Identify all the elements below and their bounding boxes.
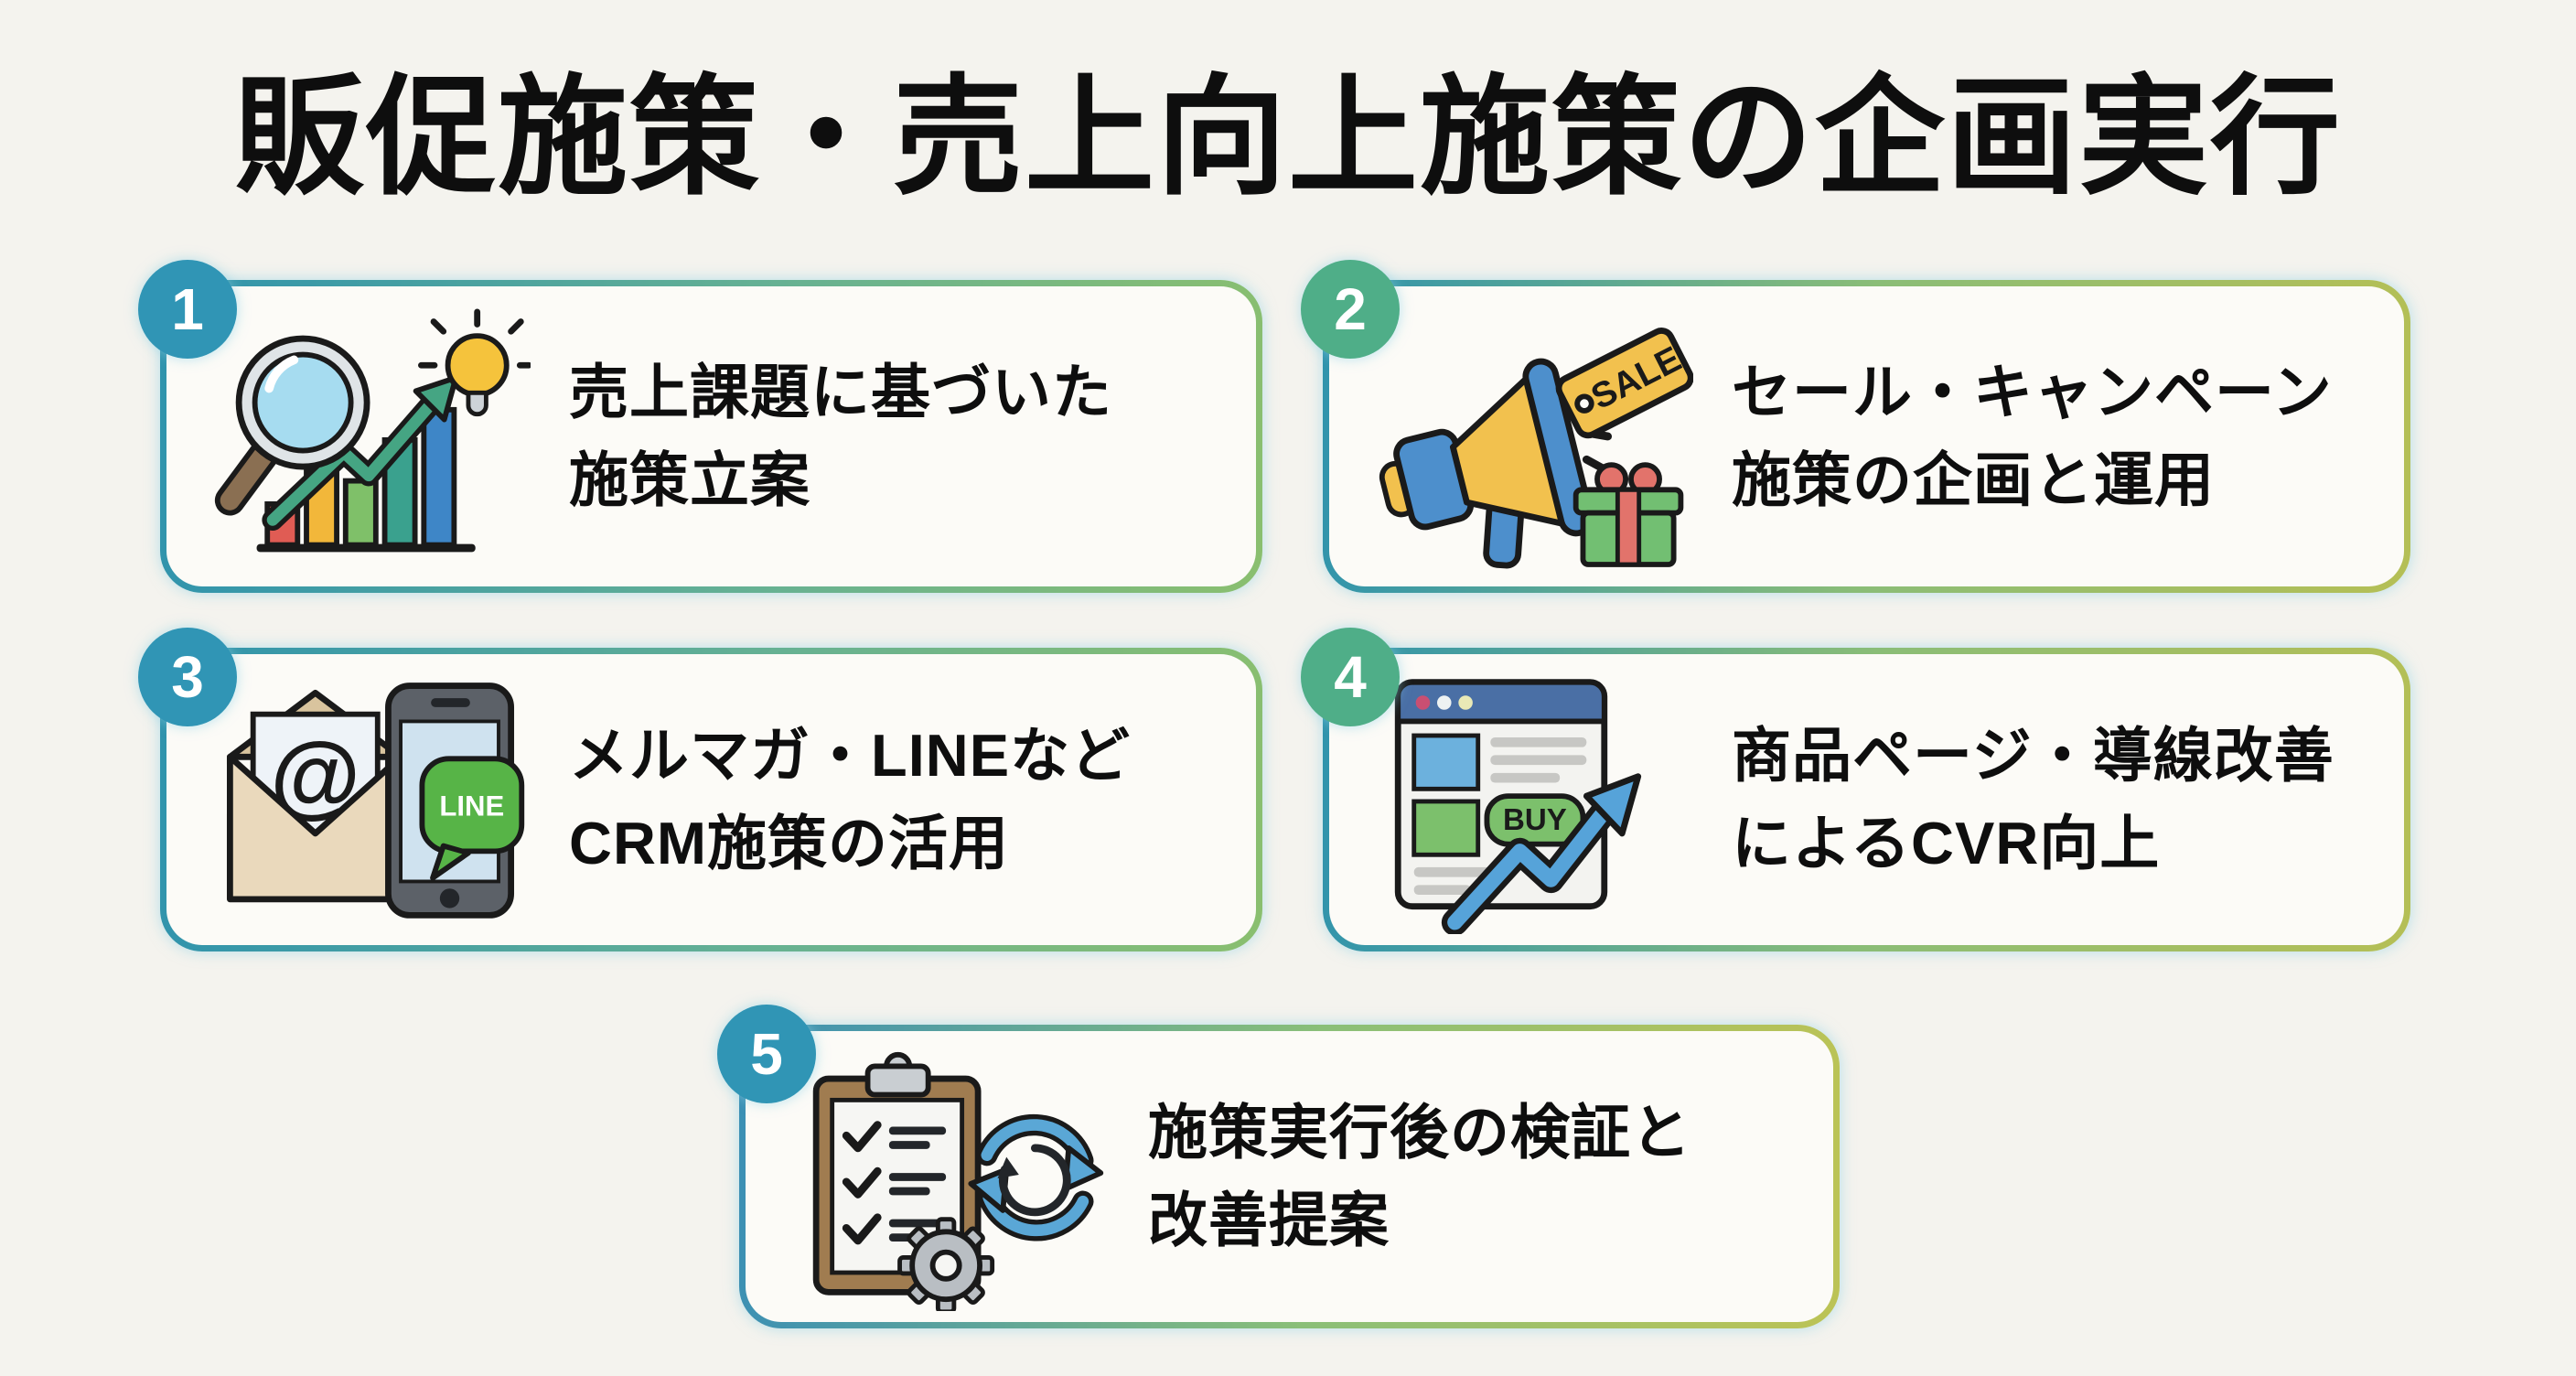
- up-arrowhead: [1583, 773, 1642, 837]
- gear-icon: [897, 1217, 995, 1311]
- cycle-bottom-arc: [982, 1192, 1089, 1237]
- up-arrow: [1447, 806, 1611, 930]
- product-page-buy-arrow-icon: BUY: [1373, 665, 1693, 934]
- megaphone-sale-tag-gift-icon: SALE: [1373, 302, 1693, 571]
- email-line-phone-icon: @ LINE: [210, 665, 531, 934]
- card-5-line-1: 施策実行後の検証と: [1148, 1098, 1692, 1166]
- inner-cycle-arc: [998, 1144, 1071, 1217]
- phone-home-button: [439, 888, 460, 908]
- step-number: 4: [1334, 644, 1367, 710]
- step-number: 5: [750, 1021, 783, 1087]
- card-1-line-1: 売上課題に基づいた: [569, 358, 1113, 425]
- step-number: 3: [171, 644, 204, 710]
- checklist-lines: [888, 1126, 947, 1242]
- clipboard-gear-cycle-icon: [789, 1042, 1110, 1311]
- card-5-line-2: 改善提案: [1148, 1187, 1390, 1253]
- browser-dot-white: [1437, 695, 1452, 710]
- bar-blue: [421, 406, 457, 548]
- card-3-line-2: CRM施策の活用: [569, 810, 1010, 876]
- card-5-text: 施策実行後の検証と 改善提案: [1148, 1089, 1691, 1264]
- card-3-line-1: メルマガ・LINEなど: [569, 721, 1132, 789]
- cvr-illustration: BUY: [1394, 679, 1642, 934]
- email-icon: @: [226, 689, 404, 903]
- growth-arrow: [266, 400, 435, 526]
- card-5-body: 施策実行後の検証と 改善提案: [746, 1031, 1833, 1322]
- magnifier-handle: [220, 442, 275, 511]
- inner-cycle-arrowhead: [997, 1156, 1019, 1178]
- gift-ribbon: [1615, 487, 1642, 567]
- gift-icon: [1572, 462, 1684, 567]
- lightbulb-base: [466, 390, 488, 417]
- card-2-line-1: セール・キャンペーン: [1732, 358, 2333, 425]
- analysis-illustration: [214, 308, 531, 553]
- sale-tag-hole: [1574, 393, 1594, 414]
- card-step-5: 5: [717, 1005, 1840, 1328]
- page-title: 販促施策・売上向上施策の企画実行: [234, 65, 2342, 210]
- step-1-number-badge: 1: [138, 260, 237, 359]
- buy-label: BUY: [1503, 803, 1567, 837]
- clipboard-clip: [864, 1063, 931, 1098]
- magnifier-bar-chart-lightbulb-icon: [210, 302, 531, 571]
- browser-window-icon: BUY: [1394, 679, 1608, 910]
- lightbulb-rays: [418, 308, 531, 369]
- line-label: LINE: [439, 790, 504, 822]
- step-2-number-badge: 2: [1301, 260, 1400, 359]
- cycle-arrows-icon: [968, 1113, 1104, 1242]
- lightbulb-icon: [445, 333, 510, 398]
- step-5-number-badge: 5: [717, 1005, 816, 1103]
- promotion-illustration: SALE: [1379, 328, 1693, 569]
- bar-teal: [381, 436, 418, 548]
- card-4-line-2: によるCVR向上: [1732, 810, 2161, 876]
- card-3-body: @ LINE メルマガ: [166, 654, 1256, 945]
- product-image-green: [1411, 799, 1481, 857]
- page-text-lines: [1413, 736, 1587, 896]
- card-step-4: 4: [1301, 628, 2410, 951]
- crm-illustration: @ LINE: [226, 683, 525, 919]
- pdca-illustration: [812, 1051, 1104, 1311]
- lens-highlight: [264, 355, 299, 393]
- bar-green: [342, 478, 379, 548]
- sale-tag-icon: SALE: [1555, 328, 1693, 439]
- card-3-text: メルマガ・LINEなど CRM施策の活用: [569, 712, 1131, 887]
- card-step-2: 2: [1301, 260, 2410, 593]
- line-app-icon: LINE: [419, 756, 525, 881]
- line-bubble-tail: [430, 843, 471, 881]
- browser-header: [1395, 679, 1607, 725]
- product-image-blue: [1411, 733, 1481, 791]
- card-step-3: 3 @: [138, 628, 1262, 951]
- step-number: 2: [1334, 276, 1367, 342]
- cycle-top-arc: [981, 1119, 1089, 1166]
- step-4-number-badge: 4: [1301, 628, 1400, 726]
- card-2-line-2: 施策の企画と運用: [1732, 446, 2216, 513]
- card-4-line-1: 商品ページ・導線改善: [1732, 721, 2334, 789]
- magnifier-lens: [252, 351, 354, 454]
- card-2-body: SALE セール・キャンペーン 施策の企画と運用: [1329, 286, 2404, 586]
- line-bubble: [419, 756, 525, 855]
- gear-hole: [929, 1249, 962, 1282]
- growth-arrowhead: [413, 374, 459, 423]
- card-1-text: 売上課題に基づいた 施策立案: [569, 349, 1112, 524]
- card-4-text: 商品ページ・導線改善 によるCVR向上: [1732, 712, 2334, 887]
- card-2-text: セール・キャンペーン 施策の企画と運用: [1732, 349, 2333, 524]
- card-step-1: 1: [138, 260, 1262, 593]
- step-3-number-badge: 3: [138, 628, 237, 726]
- step-number: 1: [171, 276, 204, 342]
- card-1-line-2: 施策立案: [569, 446, 811, 513]
- browser-dot-red: [1415, 695, 1431, 710]
- card-1-body: 売上課題に基づいた 施策立案: [166, 286, 1256, 586]
- phone-speaker: [431, 698, 470, 707]
- checkmarks: [842, 1121, 882, 1245]
- browser-dot-yellow: [1458, 695, 1473, 710]
- cvr-up-arrow: [1441, 773, 1642, 934]
- card-4-body: BUY 商品ページ・導線改善 によるCVR向上: [1329, 654, 2404, 945]
